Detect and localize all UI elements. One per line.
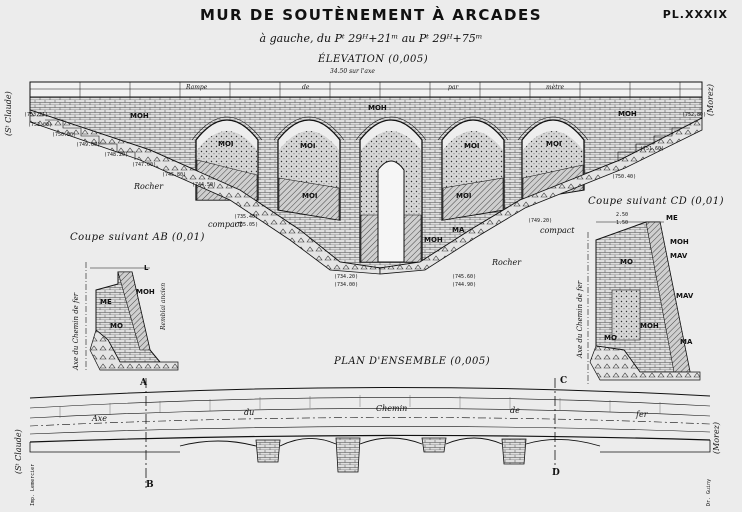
rock-label-left: Rocher [134,182,164,191]
level-mark: (747.00) [132,162,157,168]
rock-label-right-2: compact [540,226,575,235]
level-mark: (749.20) [528,218,553,224]
section-letter-b: B [146,480,154,490]
section-letter-a: A [140,378,147,388]
section-ab-label: L [144,264,149,272]
plan-right-side: (Morez) [712,421,721,454]
section-cd-view [587,221,701,384]
section-ab-label: ME [100,298,112,306]
elevation-right-side: (Morez) [706,83,715,116]
masonry-label: MOH [618,110,637,118]
rail-word-2: de [302,84,310,91]
level-mark: (753.21) [24,112,49,118]
section-ab-view [85,262,179,372]
elevation-title: ÉLEVATION (0,005) [318,54,429,65]
level-mark: (750.40) [612,174,637,180]
plan-view [29,378,711,488]
rail-word-3: par [448,84,459,91]
section-ab-axis: Axe du Chemin de fer [72,292,80,370]
level-mark: (735.05) [234,222,259,228]
section-letter-d: D [552,468,560,478]
level-mark: (744.90) [452,282,477,288]
footer-left-note: Imp. Lemercier [30,463,36,506]
section-cd-axis: Axe du Chemin de fer [576,280,584,358]
plan-axis-word: Axe [92,414,108,423]
masonry-label: MA [452,226,465,234]
masonry-label: MOI [302,192,318,200]
rail-word-4: mètre [546,84,565,91]
level-mark: (748.20) [104,152,129,158]
level-mark: (735.40) [234,214,259,220]
masonry-label: MOI [456,192,472,200]
rock-label-left-2: compact [208,220,243,229]
section-letter-c: C [560,376,568,386]
section-cd-label: MAV [670,252,688,260]
masonry-label: MOI [464,142,480,150]
rock-label-right: Rocher [492,258,522,267]
plan-title: PLAN D'ENSEMBLE (0,005) [334,356,491,367]
level-mark: (749.00) [76,142,101,148]
masonry-label: MOI [218,140,234,148]
masonry-label: MOH [130,112,149,120]
section-ab-label: MOH [136,288,155,296]
section-cd-label: MO [604,334,617,342]
plan-axis-word: du [244,408,255,417]
section-cd-title: Coupe suivant CD (0,01) [588,196,725,207]
footer-right-note: Dr. Guiny [706,478,712,506]
elevation-left-side: (Sᵗ Claude) [4,91,13,136]
masonry-label: MOH [424,236,443,244]
plate-subtitle: à gauche, du Pᵗ 29ᴴ+21ᵐ au Pᵗ 29ᴴ+75ᵐ [259,32,483,45]
level-mark: (744.50) [192,182,217,188]
plan-axis-word: de [510,406,520,415]
section-cd-label: MOH [640,322,659,330]
section-cd-label: MO [620,258,633,266]
level-mark: (752.80) [682,112,707,118]
rail-word-1: Rampe [186,84,208,91]
level-mark: (745.60) [452,274,477,280]
elevation-view [29,81,703,275]
section-cd-dim: 1.50 [616,220,629,226]
masonry-label: MOH [368,104,387,112]
section-ab-label: MO [110,322,123,330]
masonry-label: MOI [546,140,562,148]
section-cd-label: MA [680,338,693,346]
level-mark: (734.20) [334,274,359,280]
elevation-length-note: 34.50 sur l'axe [330,68,375,75]
level-mark: (745.80) [162,172,187,178]
plan-axis-word: fer [636,410,648,419]
level-mark: (752.00) [28,122,53,128]
level-mark: (750.50) [52,132,77,138]
plan-axis-word: Chemin [376,404,408,413]
section-cd-label: MAV [676,292,694,300]
section-cd-label: MOH [670,238,689,246]
plan-left-side: (Sᵗ Claude) [14,429,23,474]
plate-number: PL.XXXIX [662,8,728,21]
section-ab-title: Coupe suivant AB (0,01) [70,232,205,243]
section-cd-dim: 2.50 [616,212,629,218]
level-mark: (751.60) [640,146,665,152]
section-ab-note: Remblai ancien [160,282,167,330]
plate-title: MUR DE SOUTÈNEMENT À ARCADES [199,6,543,24]
level-mark: (734.00) [334,282,359,288]
section-cd-label: ME [666,214,678,222]
masonry-label: MOI [300,142,316,150]
